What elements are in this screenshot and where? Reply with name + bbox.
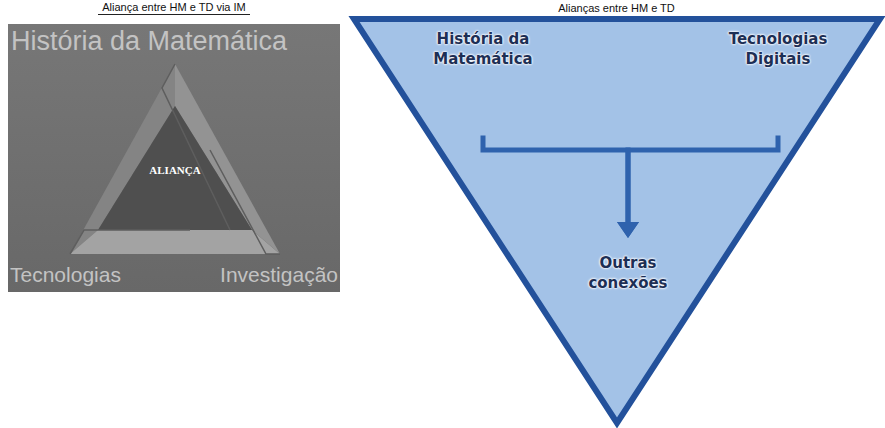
concept-label: História da Matemática	[408, 30, 558, 69]
triangle-bar	[70, 230, 280, 254]
penrose-triangle: ALIANÇA	[70, 64, 280, 254]
triangle-edge	[70, 230, 190, 254]
concept-label-box: Outras conexões	[578, 238, 678, 297]
connector-line	[483, 138, 628, 224]
panel-title-text: Aliança entre HM e TD via IM	[98, 1, 249, 15]
concept-label-box: Tecnologias Digitais	[708, 30, 848, 138]
triangle-edge	[210, 150, 280, 254]
triangle-outline	[354, 19, 880, 423]
concept-label: Outras conexões	[578, 254, 678, 293]
connector-line	[628, 138, 778, 224]
panel-title: Alianças entre HM e TD	[348, 2, 885, 14]
bracket-arrow	[617, 138, 778, 238]
arrow-head	[617, 222, 639, 238]
corner-label: Tecnologias	[10, 263, 121, 287]
bracket-arrow	[483, 138, 639, 238]
center-label: ALIANÇA	[70, 164, 280, 176]
penrose-triangle-figure	[70, 64, 280, 254]
corner-label: Investigação	[220, 263, 338, 287]
panel-heading: História da Matemática	[11, 26, 287, 57]
concept-label-box: História da Matemática	[408, 30, 558, 138]
arrow-head	[617, 222, 639, 238]
inverted-triangle: Alianças entre HM e TD História da Matemá…	[348, 0, 885, 428]
panel-title: Aliança entre HM e TD via IM	[8, 1, 340, 15]
concept-label: Tecnologias Digitais	[708, 30, 848, 69]
grey-panel: Aliança entre HM e TD via IMHistória da …	[8, 24, 340, 292]
triangle-edge	[162, 64, 230, 230]
